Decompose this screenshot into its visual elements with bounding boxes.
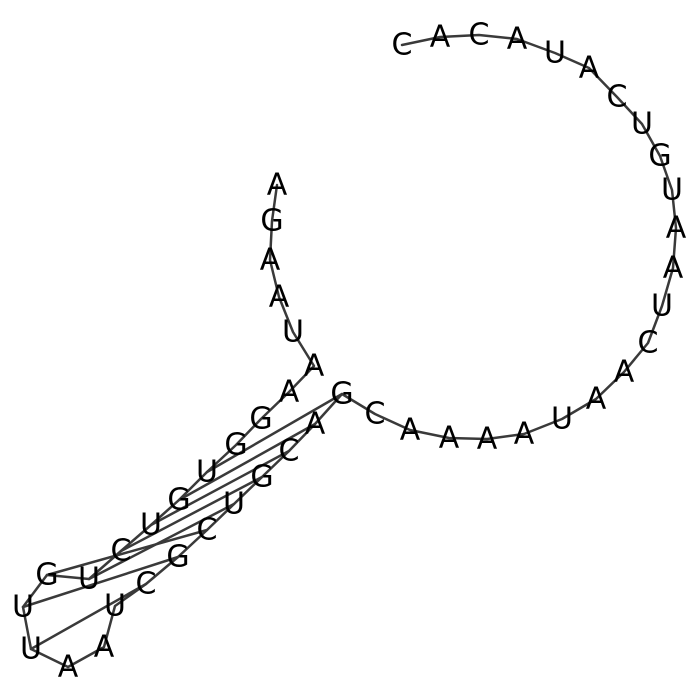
- nucleotide-label: C: [111, 534, 132, 569]
- nucleotide-label: A: [439, 421, 460, 456]
- nucleotide-label: U: [631, 107, 653, 142]
- nucleotide-label: G: [250, 460, 273, 495]
- nucleotide-label: A: [305, 407, 326, 442]
- nucleotide-label: C: [365, 397, 386, 432]
- nucleotide-label: A: [304, 349, 325, 384]
- nucleotide-label: A: [514, 417, 535, 452]
- base-pair-line: [149, 449, 291, 527]
- nucleotide-label: A: [267, 168, 288, 203]
- nucleotide-label: A: [477, 422, 498, 457]
- base-pair-line: [45, 528, 209, 577]
- base-pair-line: [205, 392, 344, 474]
- nucleotide-label: U: [196, 455, 218, 490]
- nucleotide-label: A: [507, 22, 528, 57]
- nucleotide-label: A: [430, 20, 451, 55]
- nucleotide-label: A: [94, 630, 115, 665]
- nucleotide-label: G: [249, 402, 272, 437]
- nucleotide-label: U: [551, 402, 573, 437]
- base-pair-line: [177, 422, 317, 502]
- nucleotide-label: C: [469, 18, 490, 53]
- rna-backbone-line: [21, 33, 678, 669]
- nucleotide-label: G: [260, 204, 283, 239]
- nucleotide-label: C: [638, 326, 659, 361]
- base-pair-line: [21, 555, 180, 609]
- nucleotide-label: U: [104, 589, 126, 624]
- nucleotide-label: G: [648, 139, 671, 174]
- nucleotide-label: U: [12, 590, 34, 625]
- nucleotide-label: A: [666, 211, 687, 246]
- nucleotide-label: U: [651, 289, 673, 324]
- nucleotide-label: A: [58, 650, 79, 685]
- nucleotide-label: C: [197, 513, 218, 548]
- base-pair-line: [29, 582, 148, 651]
- nucleotide-label: C: [136, 567, 157, 602]
- nucleotide-label: U: [661, 173, 683, 208]
- nucleotide-label: U: [140, 508, 162, 543]
- nucleotide-label: U: [78, 562, 100, 597]
- nucleotide-label: G: [166, 540, 189, 575]
- nucleotide-label: U: [544, 36, 566, 71]
- backbone-layer: [21, 33, 678, 669]
- nucleotide-label: A: [586, 382, 607, 417]
- nucleotide-label: U: [223, 487, 245, 522]
- nucleotide-label: G: [224, 428, 247, 463]
- nucleotide-label: U: [20, 632, 42, 667]
- nucleotide-label: A: [400, 413, 421, 448]
- base-pair-line: [119, 475, 264, 553]
- nucleotide-label: A: [663, 251, 684, 286]
- nucleotide-label: G: [167, 483, 190, 518]
- nucleotide-label: A: [269, 280, 290, 315]
- nucleotide-label: G: [35, 558, 58, 593]
- nucleotide-label: A: [279, 375, 300, 410]
- nucleotide-label: A: [614, 355, 635, 390]
- nucleotide-label: C: [392, 28, 413, 63]
- nucleotide-label: G: [330, 377, 353, 412]
- nucleotide-label: C: [279, 434, 300, 469]
- nucleotide-label: A: [260, 243, 281, 278]
- nucleotide-label: U: [282, 315, 304, 350]
- nucleotide-label: C: [607, 80, 628, 115]
- nucleotide-label: A: [579, 51, 600, 86]
